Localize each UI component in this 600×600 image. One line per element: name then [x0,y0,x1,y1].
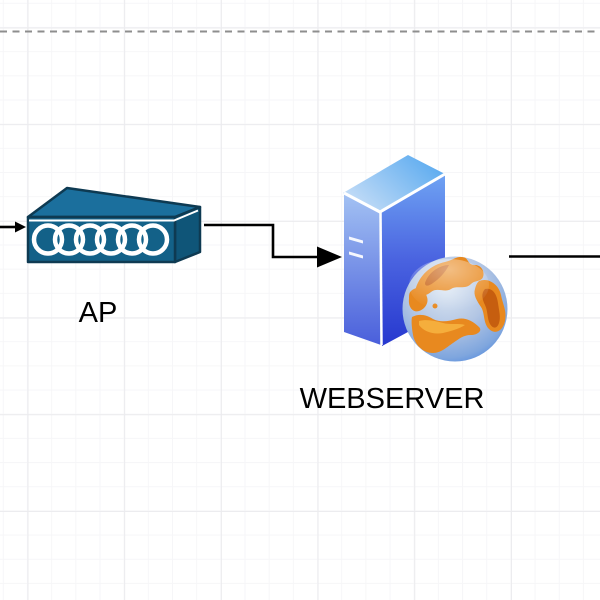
server-top-face [343,155,445,212]
access-point-icon[interactable] [26,186,202,264]
inbound-arrow[interactable] [0,221,26,233]
ap-coil-rings [31,223,170,256]
server-vent-1 [349,236,363,244]
globe-land-east-dark [482,288,500,328]
arrowhead-icon [15,221,26,233]
globe-gloss [409,259,489,311]
webserver-node-label[interactable]: WEBSERVER [299,383,485,415]
server-seam-top [343,172,446,214]
ap-webserver-connector[interactable] [204,223,342,268]
ap-top-face [26,186,202,219]
arrowhead-icon [317,246,342,268]
globe-icon [402,256,508,362]
globe-land-south-light [419,320,465,334]
server-vent-2 [349,251,363,259]
ap-highlight-edge [29,209,199,222]
webserver-icon[interactable] [343,155,508,362]
server-left-face [344,193,381,345]
server-seam-vertical [379,211,383,346]
ap-node-label[interactable]: AP [78,297,118,329]
